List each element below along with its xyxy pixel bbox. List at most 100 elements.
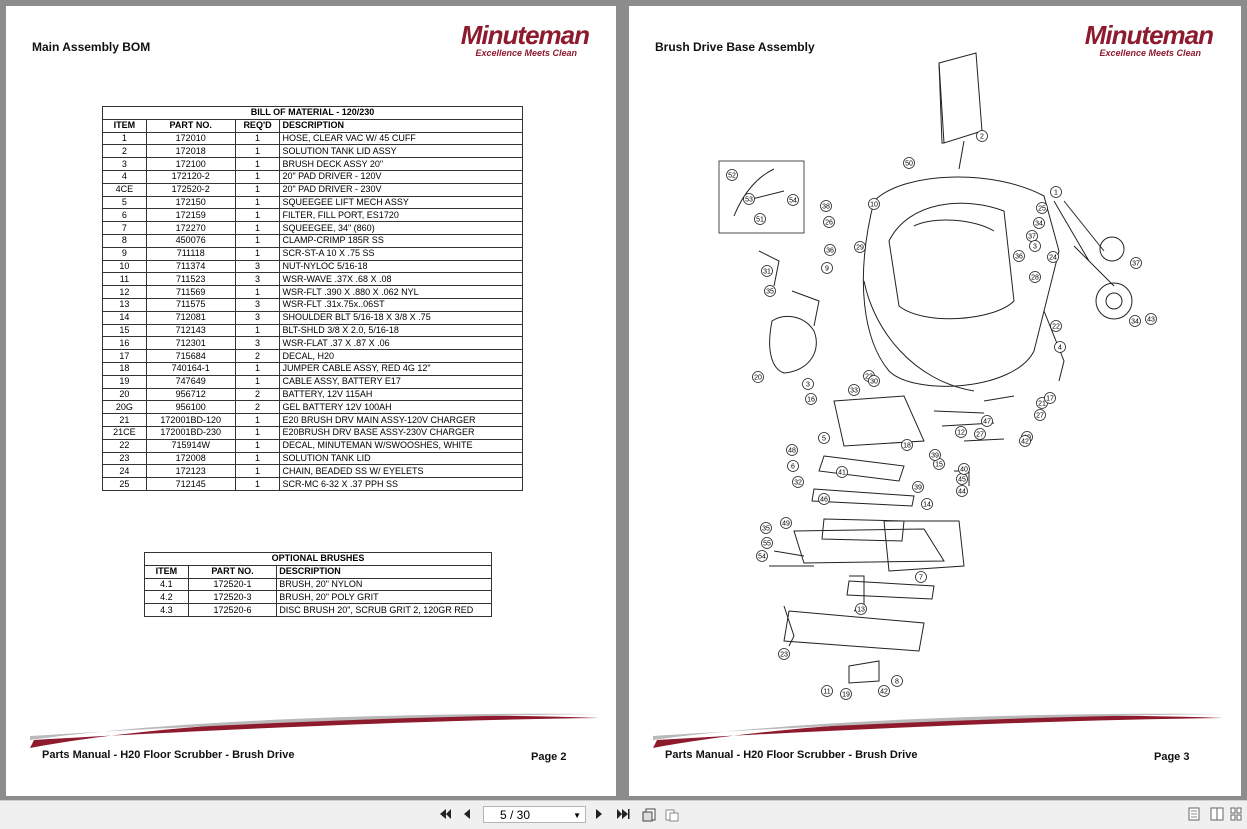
item-cell: 21CE	[102, 425, 147, 440]
quantity-cell: 1	[234, 144, 281, 159]
description-cell: BRUSH, 20" POLY GRIT	[276, 590, 492, 605]
quantity-cell: 1	[234, 157, 281, 171]
column-header: ITEM	[102, 118, 147, 133]
column-header: PART NO.	[145, 118, 236, 133]
callout-label: 32	[794, 479, 802, 486]
first-page-icon[interactable]	[438, 807, 452, 823]
callout-label: 49	[782, 520, 790, 527]
part-number-cell: 172018	[145, 144, 236, 159]
quantity-cell: 1	[234, 246, 281, 261]
part-number-cell: 172520-2	[145, 182, 236, 197]
callout-label: 12	[957, 429, 965, 436]
item-cell: 2	[102, 144, 147, 159]
two-page-view-icon[interactable]	[664, 807, 680, 823]
item-cell: 22	[102, 438, 147, 453]
part-number-cell: 172520-6	[187, 603, 278, 617]
description-cell: SOLUTION TANK LID ASSY	[279, 144, 523, 159]
item-cell: 19	[102, 374, 147, 389]
description-cell: WSR-FLT .31x.75x..06ST	[279, 297, 523, 312]
viewer-toolbar: 5 / 30 ▼	[0, 800, 1247, 829]
part-callout: 11	[821, 685, 833, 697]
callout-label: 2	[980, 133, 984, 140]
part-callout: 23	[778, 648, 790, 660]
description-cell: 20" PAD DRIVER - 230V	[279, 182, 523, 197]
part-callout: 13	[855, 603, 867, 615]
callout-label: 43	[1147, 316, 1155, 323]
part-number-cell: 172001BD-120	[145, 413, 236, 427]
page-title: Main Assembly BOM	[32, 40, 151, 54]
next-page-icon[interactable]	[594, 807, 604, 823]
quantity-cell: 1	[234, 182, 281, 197]
part-number-cell: 172270	[145, 221, 236, 235]
single-page-view-icon[interactable]	[641, 807, 657, 823]
part-callout: 37	[1026, 230, 1038, 242]
callout-label: 55	[763, 540, 771, 547]
single-view-icon[interactable]	[1188, 807, 1200, 823]
callout-label: 47	[983, 418, 991, 425]
quantity-cell: 1	[234, 477, 281, 491]
item-cell: 18	[102, 361, 147, 376]
description-cell: E20 BRUSH DRV MAIN ASSY-120V CHARGER	[279, 413, 523, 427]
footer-swoosh	[653, 713, 1223, 748]
description-cell: SCR-MC 6-32 X .37 PPH SS	[279, 477, 523, 491]
item-cell: 6	[102, 208, 147, 223]
optional-brushes-table: OPTIONAL BRUSHES ITEM PART NO. DESCRIPTI…	[144, 552, 492, 617]
prev-page-icon[interactable]	[462, 807, 472, 823]
book-view-icon[interactable]	[1210, 807, 1224, 823]
description-cell: GEL BATTERY 12V 100AH	[279, 400, 523, 415]
callout-label: 34	[1131, 318, 1139, 325]
callout-label: 38	[822, 203, 830, 210]
grid-view-icon[interactable]	[1230, 807, 1242, 823]
part-callout: 27	[974, 428, 986, 440]
part-callout: 18	[901, 439, 913, 451]
callout-label: 7	[919, 574, 923, 581]
item-cell: 11	[102, 272, 147, 287]
quantity-cell: 3	[234, 272, 281, 287]
page-number: Page 2	[531, 751, 567, 763]
part-callout: 6	[787, 460, 799, 472]
item-cell: 4.1	[144, 577, 189, 592]
description-cell: SHOULDER BLT 5/16-18 X 3/8 X .75	[279, 310, 523, 325]
minuteman-logo: Minuteman Excellence Meets Clean	[1063, 22, 1214, 58]
description-cell: BRUSH DECK ASSY 20"	[279, 157, 523, 171]
part-callout: 28	[1029, 271, 1041, 283]
description-cell: SQUEEGEE, 34" (860)	[279, 221, 523, 235]
callout-label: 24	[1049, 254, 1057, 261]
quantity-cell: 1	[234, 425, 281, 440]
item-cell: 20G	[102, 400, 147, 415]
part-callout: 29	[854, 241, 866, 253]
part-callout: 34	[1033, 217, 1045, 229]
part-number-cell: 711374	[145, 259, 236, 274]
footer-text: Parts Manual - H20 Floor Scrubber - Brus…	[42, 749, 295, 761]
item-cell: 16	[102, 336, 147, 351]
last-page-icon[interactable]	[616, 807, 630, 823]
callout-label: 39	[914, 484, 922, 491]
callout-label: 50	[905, 160, 913, 167]
description-cell: SOLUTION TANK LID	[279, 451, 523, 466]
callout-label: 28	[1031, 274, 1039, 281]
part-number-cell: 711523	[145, 272, 236, 287]
part-callout: 9	[821, 262, 833, 274]
callout-label: 33	[850, 387, 858, 394]
page-number-select[interactable]: 5 / 30 ▼	[483, 806, 586, 823]
description-cell: WSR-WAVE .37X .68 X .08	[279, 272, 523, 287]
quantity-cell: 1	[234, 195, 281, 210]
callout-label: 44	[958, 488, 966, 495]
logo-tagline: Excellence Meets Clean	[1099, 48, 1201, 58]
part-number-cell: 747649	[145, 374, 236, 389]
item-cell: 10	[102, 259, 147, 274]
callout-label: 36	[1015, 253, 1023, 260]
